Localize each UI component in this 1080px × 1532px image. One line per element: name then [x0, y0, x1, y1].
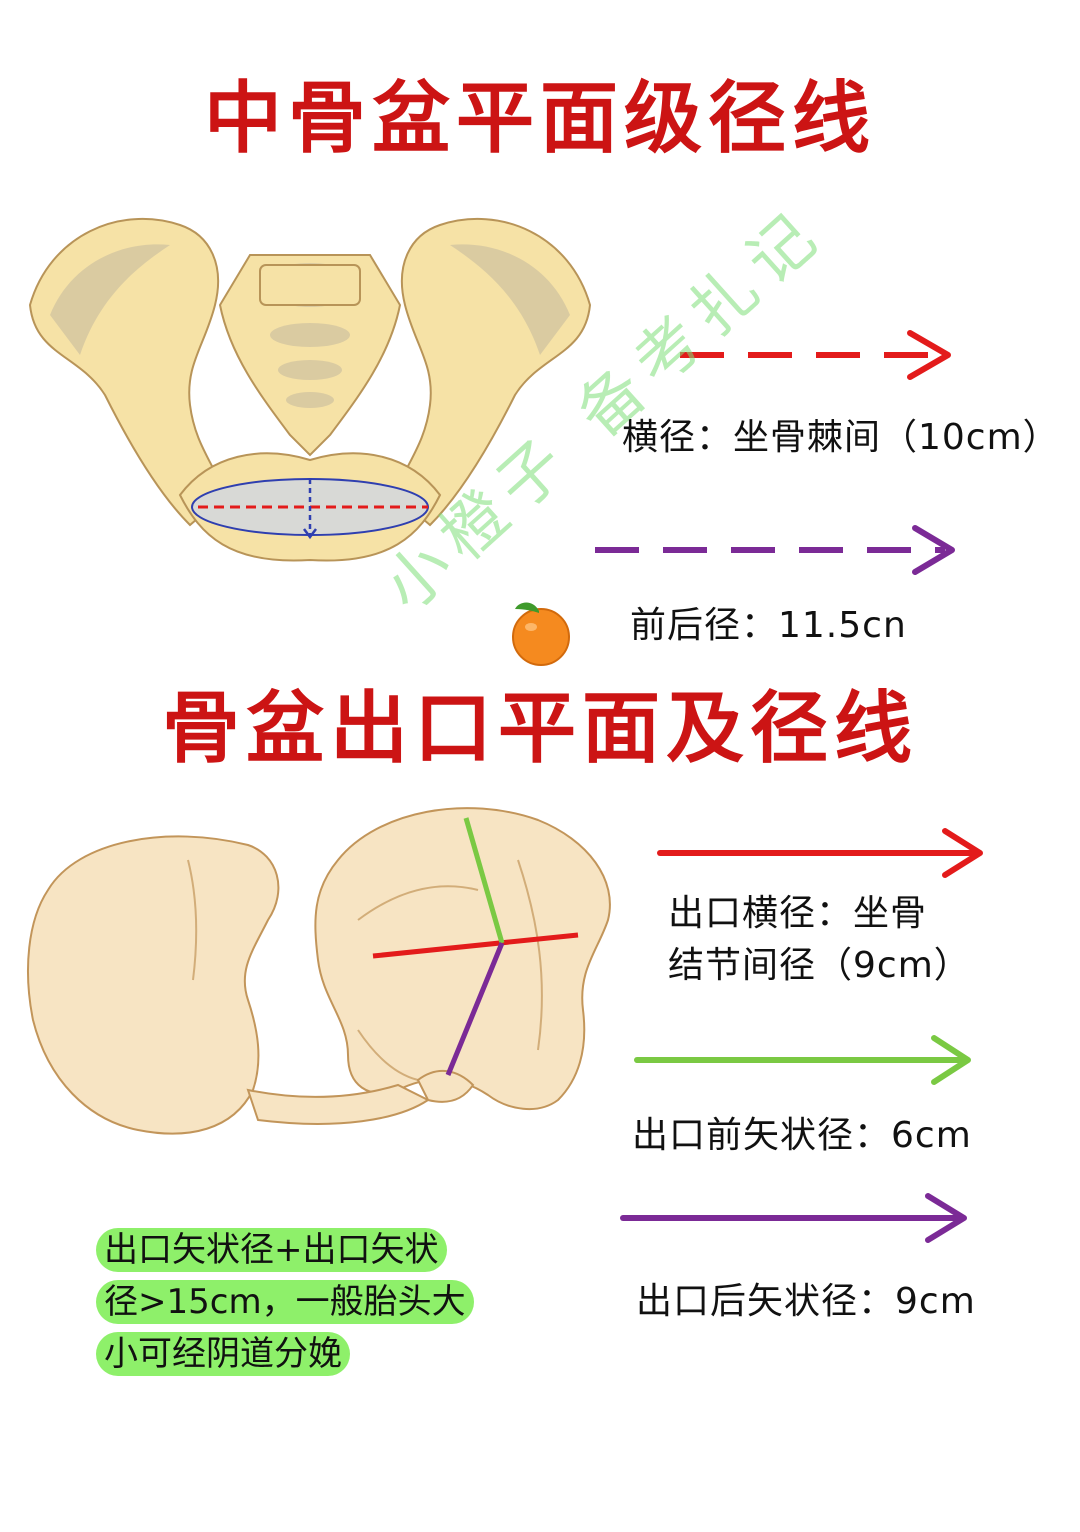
outlet-transverse-arrow — [655, 825, 995, 885]
section2-title: 骨盆出口平面及径线 — [0, 690, 1080, 768]
note-line-3: 小可经阴道分娩 — [96, 1332, 350, 1376]
outlet-posterior-sagittal-label: 出口后矢状径：9cm — [636, 1278, 976, 1327]
ap-diameter-arrow — [590, 520, 970, 580]
ap-diameter-label: 前后径：11.5cn — [630, 602, 907, 651]
outlet-posterior-sagittal-arrow — [618, 1190, 978, 1250]
transverse-diameter-label: 横径：坐骨棘间（10cm） — [622, 414, 1060, 463]
highlight-note: 出口矢状径+出口矢状 径>15cm，一般胎头大 小可经阴道分娩 — [96, 1224, 536, 1380]
pelvis-outlet-illustration — [18, 800, 618, 1145]
outlet-transverse-label-line1: 出口横径：坐骨 — [668, 890, 927, 939]
note-line-2: 径>15cm，一般胎头大 — [96, 1280, 474, 1324]
outlet-anterior-sagittal-label: 出口前矢状径：6cm — [632, 1112, 972, 1161]
note-line-1: 出口矢状径+出口矢状 — [96, 1228, 447, 1272]
outlet-transverse-label-line2: 结节间径（9cm） — [668, 942, 971, 991]
section1-title: 中骨盆平面级径线 — [0, 80, 1080, 158]
orange-icon — [505, 595, 575, 670]
outlet-anterior-sagittal-arrow — [632, 1030, 982, 1090]
